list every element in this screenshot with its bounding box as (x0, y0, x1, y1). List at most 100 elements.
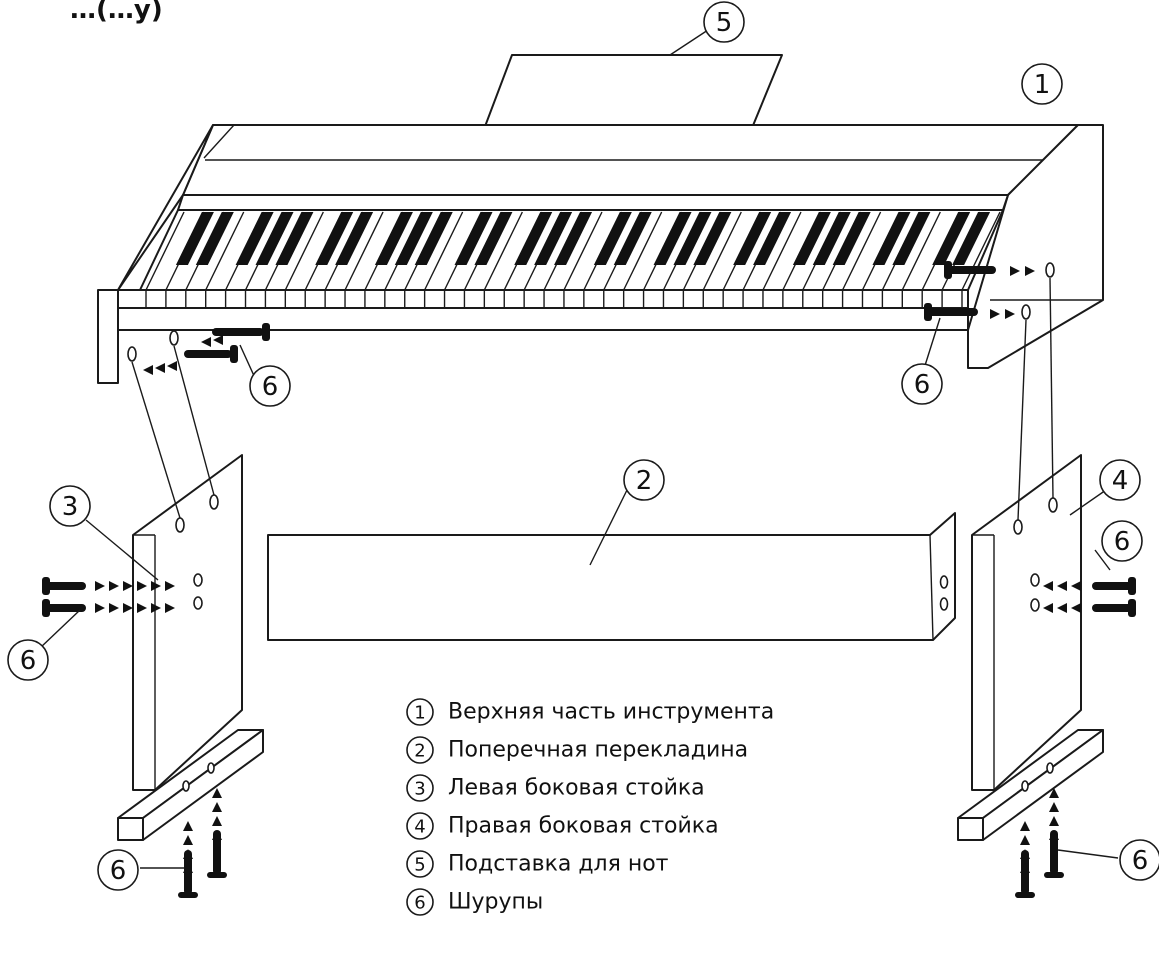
black-key (554, 212, 593, 265)
left-side-post (117, 454, 264, 841)
page-title: …(…у) (70, 0, 163, 25)
legend-number-circle (406, 774, 434, 802)
white-key-divider (284, 211, 324, 291)
arrow-mark (1020, 849, 1030, 859)
callout-circle (97, 849, 139, 891)
piano-top (97, 124, 1104, 384)
callout-number: 5 (716, 8, 733, 38)
callout-number: 4 (1112, 466, 1129, 496)
arrow-mark (1071, 603, 1081, 613)
arrow-mark (1043, 603, 1053, 613)
callout-number: 6 (914, 370, 931, 400)
black-key (653, 212, 692, 265)
black-key (952, 212, 991, 265)
arrow-mark (1071, 581, 1081, 591)
callout-circle (1099, 459, 1141, 501)
black-key (394, 212, 433, 265)
callout-circle (623, 459, 665, 501)
black-key (812, 212, 851, 265)
arrow-mark (151, 581, 161, 591)
arrow-mark (183, 835, 193, 845)
legend-label: Поперечная перекладина (448, 738, 748, 763)
legend-label: Подставка для нот (448, 852, 669, 877)
white-key-divider (762, 211, 802, 291)
black-key (514, 212, 553, 265)
legend-number-circle (406, 812, 434, 840)
black-key (195, 212, 234, 265)
callout-circle (703, 1, 745, 43)
black-key (673, 212, 712, 265)
legend-number: 5 (414, 855, 425, 876)
black-key (275, 212, 314, 265)
callout-number: 6 (1132, 846, 1149, 876)
black-key (255, 212, 294, 265)
callout-leaders (39, 29, 1119, 869)
arrow-mark (1005, 309, 1015, 319)
legend-number: 3 (414, 779, 425, 800)
black-key (693, 212, 732, 265)
legend-number-circle (406, 850, 434, 878)
callout-number: 6 (20, 646, 37, 676)
arrow-mark (1049, 802, 1059, 812)
black-key (414, 212, 453, 265)
arrow-mark (165, 603, 175, 613)
arrow-mark (137, 581, 147, 591)
black-keys (175, 212, 991, 265)
arrow-mark (123, 603, 133, 613)
white-key-divider (623, 211, 663, 291)
arrow-mark (990, 309, 1000, 319)
black-key (374, 212, 413, 265)
black-key (534, 212, 573, 265)
black-key (335, 212, 374, 265)
legend-number: 6 (414, 893, 425, 914)
arrow-mark (1020, 835, 1030, 845)
arrow-mark (155, 363, 165, 373)
guide-lines (131, 277, 1054, 521)
black-key (593, 212, 632, 265)
arrow-mark (1049, 816, 1059, 826)
arrow-mark (165, 581, 175, 591)
white-key-divider (961, 211, 1001, 291)
legend-label: Верхняя часть инструмента (448, 700, 774, 725)
arrow-mark (137, 603, 147, 613)
black-key (613, 212, 652, 265)
callout-circle (7, 639, 49, 681)
black-key (932, 212, 971, 265)
white-key-divider (344, 211, 384, 291)
arrow-mark (109, 603, 119, 613)
callout-circle (249, 365, 291, 407)
legend-label: Правая боковая стойка (448, 814, 719, 839)
white-key-divider (901, 211, 941, 291)
callout-number: 3 (62, 492, 79, 522)
arrow-mark (1020, 821, 1030, 831)
legend-label: Шурупы (448, 890, 543, 915)
black-key (235, 212, 274, 265)
arrow-mark (95, 603, 105, 613)
black-key (175, 212, 214, 265)
callout-circle (901, 363, 943, 405)
callout-number: 6 (1114, 527, 1131, 557)
legend-label: Левая боковая стойка (448, 776, 705, 801)
legend-number-circle (406, 698, 434, 726)
black-key (892, 212, 931, 265)
arrow-mark (123, 581, 133, 591)
callout-number: 6 (110, 856, 127, 886)
callout-number: 2 (636, 466, 653, 496)
white-key-divider (841, 211, 882, 291)
white-key-divider (145, 211, 185, 291)
callout-circle (1101, 520, 1143, 562)
arrow-mark (213, 335, 223, 345)
legend-number: 2 (414, 741, 425, 762)
arrow-mark (1049, 788, 1059, 798)
black-key (474, 212, 513, 265)
callout-circle (1021, 63, 1063, 105)
direction-arrows (95, 266, 1081, 873)
legend-number-circle (406, 736, 434, 764)
arrow-mark (1043, 581, 1053, 591)
black-key (753, 212, 792, 265)
arrow-mark (1010, 266, 1020, 276)
arrow-mark (151, 603, 161, 613)
